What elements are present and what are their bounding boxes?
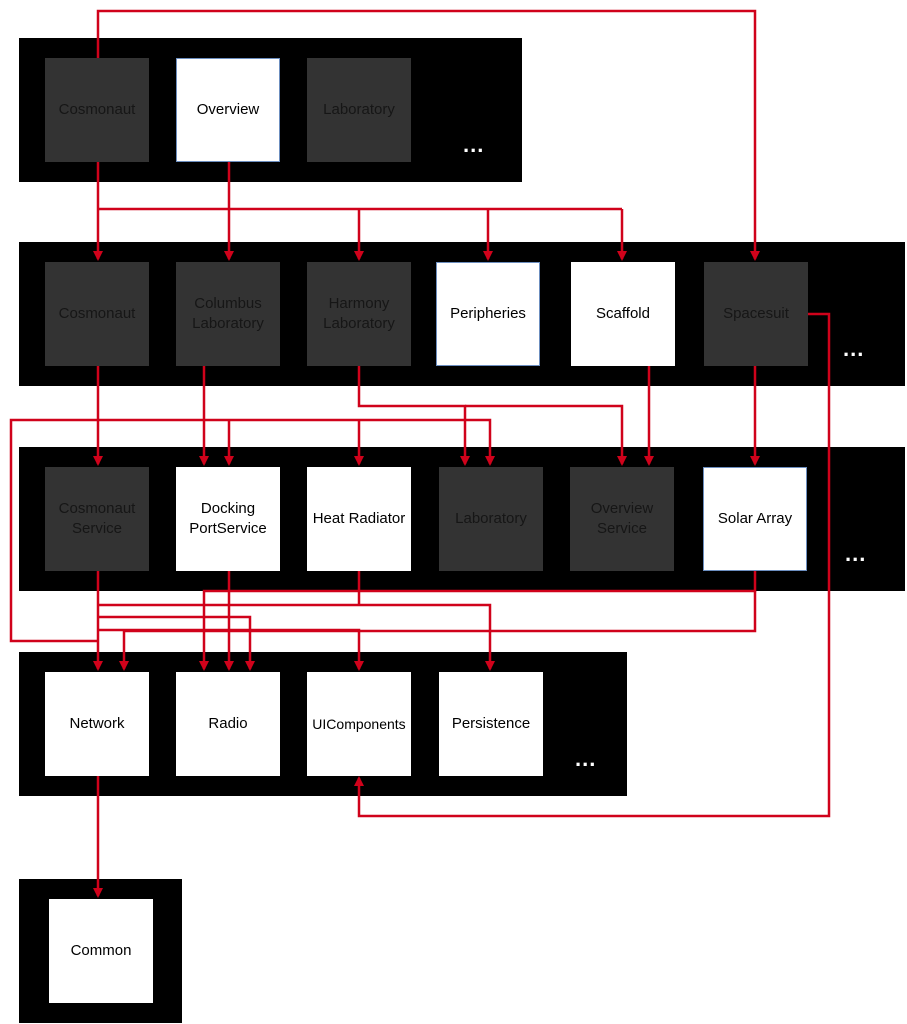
node-service-cosmonaut-service[interactable]: Cosmonaut Service <box>45 467 149 571</box>
node-feature-scaffold[interactable]: Scaffold <box>571 262 675 366</box>
node-core-persistence[interactable]: Persistence <box>439 672 543 776</box>
node-top-overview[interactable]: Overview <box>176 58 280 162</box>
more-indicator-core: ... <box>575 746 597 771</box>
node-feature-columbus-laboratory[interactable]: Columbus Laboratory <box>176 262 280 366</box>
node-feature-spacesuit[interactable]: Spacesuit <box>704 262 808 366</box>
more-indicator-services: ... <box>845 541 867 566</box>
node-feature-peripheries[interactable]: Peripheries <box>436 262 540 366</box>
node-service-docking-portservice[interactable]: Docking PortService <box>176 467 280 571</box>
node-service-heat-radiator[interactable]: Heat Radiator <box>307 467 411 571</box>
node-core-radio[interactable]: Radio <box>176 672 280 776</box>
more-indicator-top: ... <box>463 132 485 157</box>
node-service-overview-service[interactable]: Overview Service <box>570 467 674 571</box>
node-core-uicomponents[interactable]: UIComponents <box>307 672 411 776</box>
node-top-cosmonaut[interactable]: Cosmonaut <box>45 58 149 162</box>
node-feature-harmony-laboratory[interactable]: Harmony Laboratory <box>307 262 411 366</box>
node-top-laboratory[interactable]: Laboratory <box>307 58 411 162</box>
more-indicator-features: ... <box>843 336 865 361</box>
node-service-solar-array[interactable]: Solar Array <box>703 467 807 571</box>
node-feature-cosmonaut[interactable]: Cosmonaut <box>45 262 149 366</box>
node-core-network[interactable]: Network <box>45 672 149 776</box>
node-service-laboratory[interactable]: Laboratory <box>439 467 543 571</box>
node-base-common[interactable]: Common <box>49 899 153 1003</box>
